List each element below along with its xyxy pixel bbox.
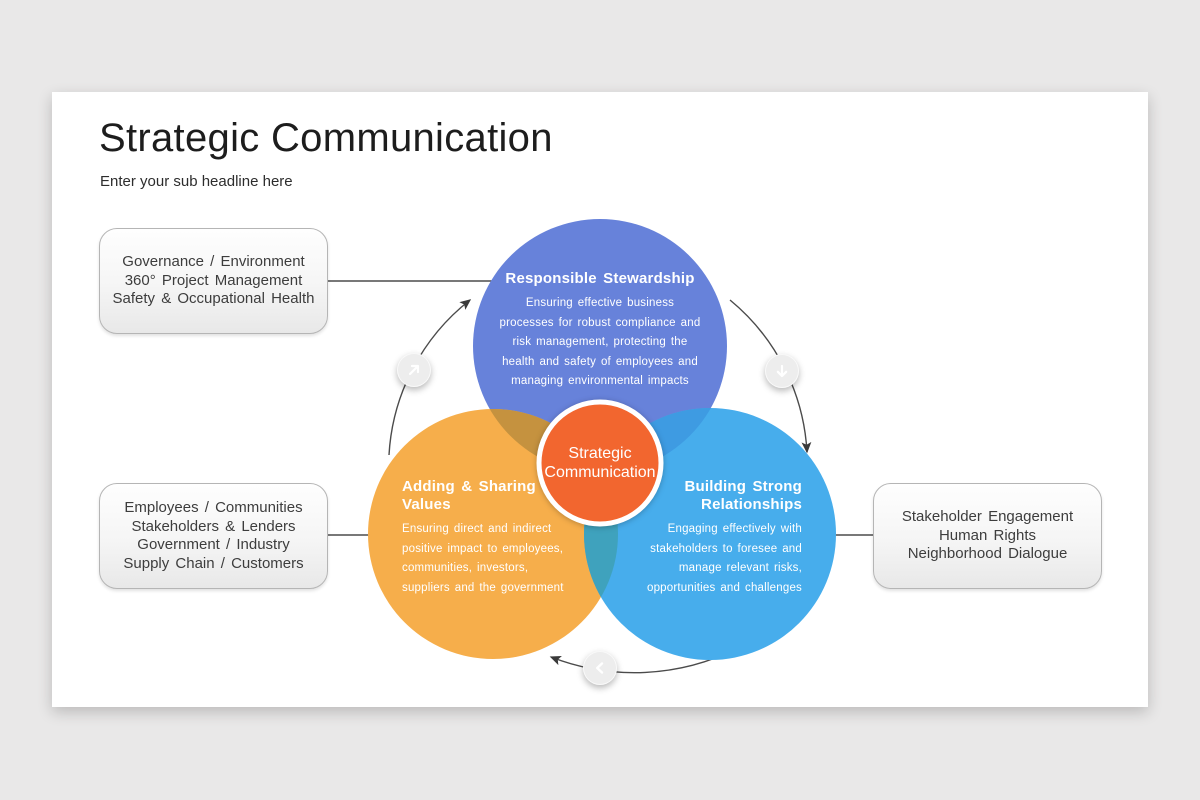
left-circle-body: Ensuring direct and indirect positive im… xyxy=(402,523,564,594)
governance-environment-box: Governance / Environment 360° Project Ma… xyxy=(99,228,328,334)
center-circle-label: Strategic Communication xyxy=(544,445,656,481)
box-line: Stakeholders & Lenders xyxy=(131,517,296,535)
right-circle-body: Engaging effectively with stakeholders t… xyxy=(646,523,802,594)
right-circle-text: Building Strong Relationships Engaging e… xyxy=(630,478,802,598)
box-line: Human Rights xyxy=(938,526,1037,544)
top-circle-title: Responsible Stewardship xyxy=(505,270,695,287)
chevron-left-icon xyxy=(596,662,604,674)
page-subtitle: Enter your sub headline here xyxy=(100,173,293,190)
flow-badge-bottom xyxy=(583,651,617,685)
top-circle-body: Ensuring effective business processes fo… xyxy=(499,297,701,387)
box-line: Neighborhood Dialogue xyxy=(907,545,1068,563)
box-line: Safety & Occupational Health xyxy=(112,290,315,308)
box-line: Governance / Environment xyxy=(122,253,305,271)
box-line: Supply Chain / Customers xyxy=(123,554,304,572)
flow-badge-left xyxy=(397,353,431,387)
left-circle-text: Adding & Sharing Values Ensuring direct … xyxy=(402,478,570,598)
flow-badge-right xyxy=(765,354,799,388)
top-circle-text: Responsible Stewardship Ensuring effecti… xyxy=(483,270,717,392)
page-title: Strategic Communication xyxy=(99,116,553,160)
box-line: Government / Industry xyxy=(137,536,290,553)
arrow-up-right-icon xyxy=(408,364,420,376)
right-circle-title: Building Strong Relationships xyxy=(684,478,802,513)
stakeholder-engagement-box: Stakeholder Engagement Human Rights Neig… xyxy=(873,483,1102,589)
box-line: Employees / Communities xyxy=(124,499,303,516)
left-circle-title: Adding & Sharing Values xyxy=(402,478,536,513)
arrow-down-icon xyxy=(776,364,788,378)
box-line: Stakeholder Engagement xyxy=(901,508,1074,526)
employees-communities-box: Employees / Communities Stakeholders & L… xyxy=(99,483,328,589)
box-line: 360° Project Management xyxy=(124,271,303,289)
circle-responsible-stewardship xyxy=(473,219,727,473)
circle-strategic-communication xyxy=(536,399,664,527)
